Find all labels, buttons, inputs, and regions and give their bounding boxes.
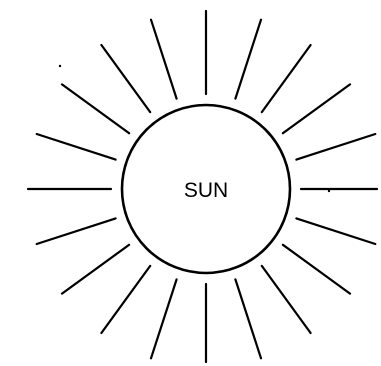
- stray-ink-dot: [59, 65, 61, 67]
- sun-ray: [151, 279, 177, 358]
- sun-ray: [62, 84, 129, 133]
- sun-ray: [151, 20, 177, 99]
- sun-ray: [262, 45, 311, 112]
- stray-ink-dot: [328, 190, 330, 192]
- sun-ray: [296, 134, 375, 160]
- sun-label: SUN: [184, 179, 228, 202]
- sun-ray: [283, 245, 350, 294]
- sun-ray: [283, 84, 350, 133]
- sun-ray: [235, 279, 261, 358]
- sun-ray: [101, 45, 150, 112]
- sun-ray: [37, 134, 116, 160]
- sun-ray: [62, 245, 129, 294]
- sun-ray: [37, 218, 116, 244]
- sun-ray: [262, 266, 311, 333]
- sun-ray: [235, 20, 261, 99]
- sun-ray: [101, 266, 150, 333]
- sun-ray: [296, 218, 375, 244]
